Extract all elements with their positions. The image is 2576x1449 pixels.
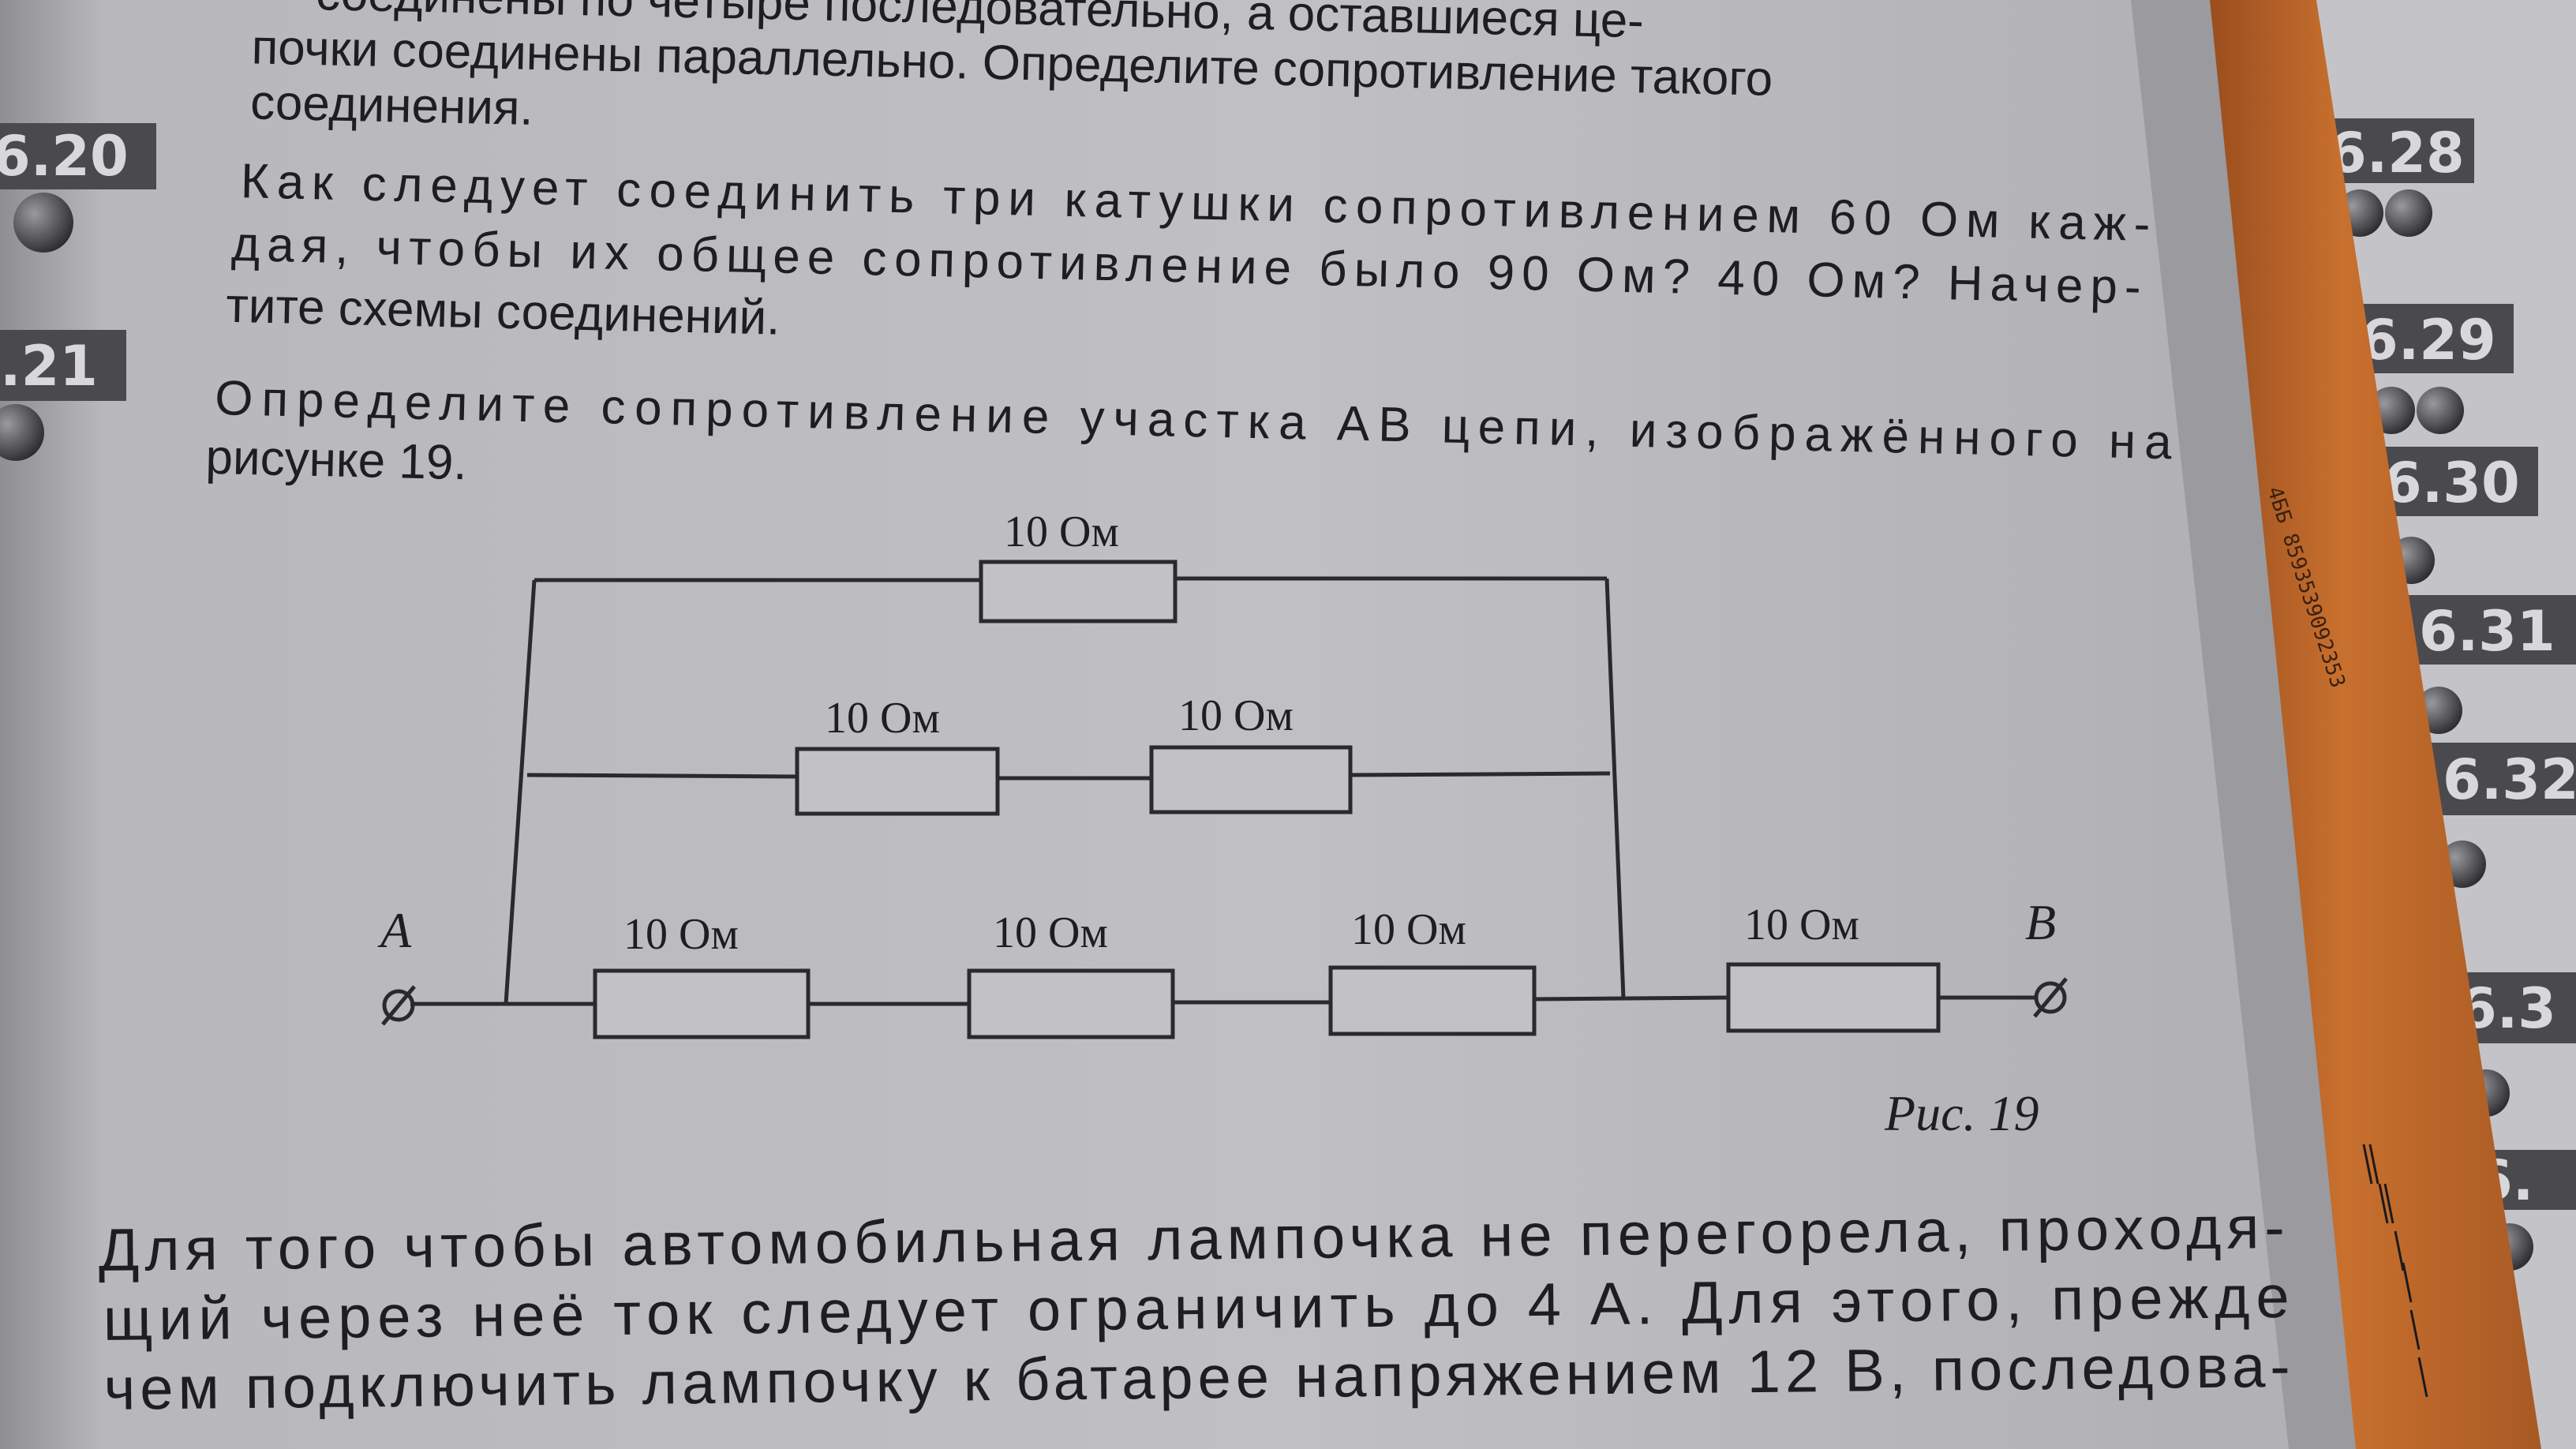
- figure-caption: Рис. 19: [1884, 1085, 2039, 1141]
- resistor-label: 10 Ом: [1178, 691, 1294, 740]
- pencil-barcode-icon: [2362, 1144, 2428, 1398]
- svg-text:6.30: 6.30: [2383, 451, 2520, 515]
- terminal-b-icon: [2033, 977, 2068, 1018]
- resistor-label: 10 Ом: [623, 910, 739, 959]
- difficulty-ball-icon: [0, 404, 44, 461]
- badge-631: 6.31: [2407, 595, 2576, 734]
- pencil: 4ББ 8593539092353: [2210, 0, 2541, 1449]
- resistor-label: 10 Ом: [1744, 900, 1859, 949]
- resistor-label: 10 Ом: [1351, 905, 1466, 954]
- resistor-series-b: [1726, 962, 1941, 1033]
- text-line: соединения.: [250, 75, 534, 135]
- terminal-a-icon: [381, 985, 416, 1026]
- circuit-diagram: 10 Ом 10 Ом 10 Ом 10 Ом 10 Ом 10 Ом 10 О…: [377, 507, 2068, 1141]
- badge-630: 6.30: [2374, 447, 2538, 584]
- svg-text:6.28: 6.28: [2328, 121, 2465, 185]
- svg-text:6.31: 6.31: [2419, 599, 2555, 664]
- resistor-middle-1: [795, 747, 1000, 816]
- difficulty-ball-icon: [2417, 387, 2464, 434]
- resistor-bottom-1: [593, 968, 811, 1039]
- terminal-b-label: B: [2025, 894, 2056, 950]
- svg-text:6.29: 6.29: [2360, 308, 2496, 373]
- text-line: рисунке 19.: [205, 430, 468, 490]
- svg-text:6.32: 6.32: [2443, 747, 2576, 812]
- problem-number-620: 6.20: [0, 124, 129, 189]
- resistor-bottom-3: [1328, 965, 1537, 1036]
- difficulty-ball-icon: [13, 193, 73, 253]
- problem-number-620-badge: 6.20: [0, 123, 156, 253]
- resistor-label: 10 Ом: [825, 694, 940, 743]
- badge-632: 6.32: [2432, 743, 2576, 888]
- resistor-top: [979, 560, 1178, 623]
- difficulty-ball-icon: [2385, 189, 2432, 237]
- top-problem: соединены по четыре последовательно, а о…: [250, 0, 1773, 136]
- terminal-a-label: A: [377, 902, 412, 958]
- resistor-label: 10 Ом: [1004, 507, 1119, 556]
- resistor-bottom-2: [967, 968, 1175, 1039]
- resistor-middle-2: [1149, 745, 1353, 814]
- resistor-label: 10 Ом: [993, 908, 1108, 957]
- problem-number-621: .21: [0, 334, 98, 399]
- problem-number-621-badge: .21: [0, 330, 126, 461]
- text-line: тите схемы соединений.: [226, 279, 781, 346]
